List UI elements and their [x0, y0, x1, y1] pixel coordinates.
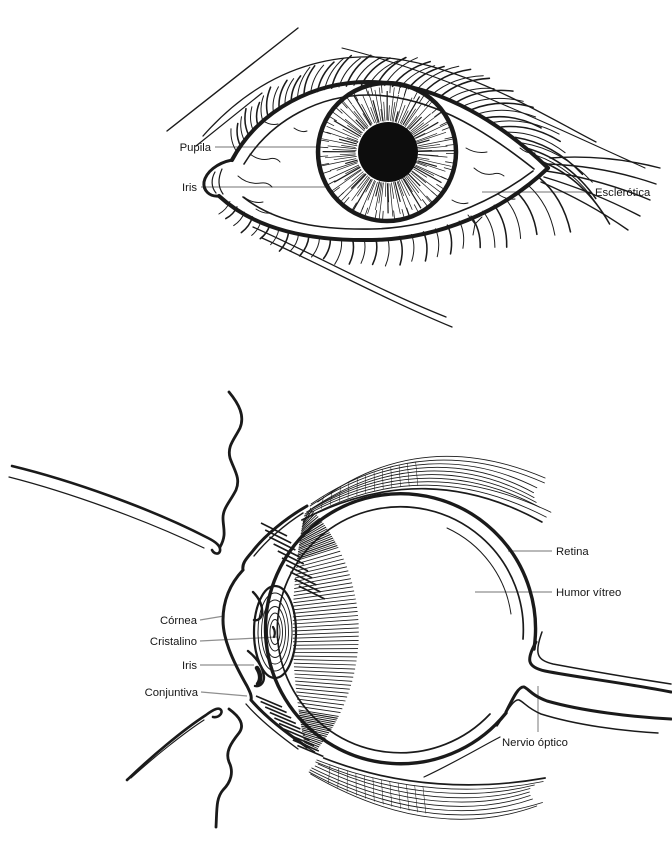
label-conjuntiva: Conjuntiva — [145, 687, 199, 699]
cornea-outline — [221, 568, 253, 702]
eyelid-upper — [230, 79, 550, 170]
eye-outline — [202, 79, 550, 243]
cheek-profile-inner — [130, 719, 205, 779]
iris-flap-upper — [251, 590, 264, 622]
leader-cornea — [199, 615, 225, 621]
eyelid-lower — [217, 166, 550, 243]
retina-line — [446, 527, 512, 615]
lower-eyelashes — [218, 176, 572, 267]
lower-face-profile — [214, 707, 243, 829]
lens-core — [271, 625, 276, 639]
brow-profile — [10, 464, 222, 555]
face-profile — [8, 390, 244, 829]
superior-muscle — [301, 455, 552, 523]
section-labels: Córnea Cristalino Iris Conjuntiva Retina… — [145, 546, 622, 749]
iris-group — [315, 80, 459, 224]
label-esclerotica: Esclerótica — [595, 187, 651, 199]
upper-fornix — [241, 504, 309, 572]
pupil — [358, 122, 418, 182]
nose-profile — [218, 390, 244, 549]
label-pupila: Pupila — [180, 142, 212, 154]
anterior-segment — [221, 504, 309, 750]
label-nervio-optico: Nervio óptico — [502, 737, 568, 749]
inferior-muscle — [308, 757, 546, 820]
choroid-line — [276, 505, 525, 754]
label-iris-front: Iris — [182, 182, 197, 194]
tear-duct — [202, 158, 234, 198]
ciliary-muscle-dark — [255, 522, 326, 758]
front-labels: Pupila Iris Esclerótica — [180, 142, 651, 199]
front-eye-diagram: Pupila Iris Esclerótica — [166, 27, 661, 328]
corner-lash-fan — [540, 156, 661, 231]
optic-nerve-sheath — [423, 631, 672, 778]
eyelid-upper-inner — [243, 94, 535, 170]
brow-profile-inner — [8, 476, 205, 549]
iris-flap-lower-dark — [254, 665, 263, 687]
label-cornea: Córnea — [160, 615, 198, 627]
label-cristalino: Cristalino — [150, 636, 197, 648]
eyeball-outline — [263, 492, 538, 766]
label-retina: Retina — [556, 546, 589, 558]
upper-fornix-inner — [253, 512, 304, 557]
brow-lines — [166, 27, 299, 147]
sclera-outline — [263, 492, 538, 766]
caruncle-lines — [211, 168, 224, 195]
label-humor-vitreo: Humor vítreo — [556, 587, 621, 599]
label-iris-section: Iris — [182, 660, 197, 672]
leader-conjuntiva — [200, 691, 248, 697]
eyelid-lower-inner — [242, 170, 534, 230]
cheek-profile — [125, 707, 223, 782]
ciliary-body-hatch — [292, 507, 359, 753]
conjunctiva-fold-inner — [245, 703, 299, 750]
lens — [252, 584, 298, 680]
cross-section-diagram: Córnea Cristalino Iris Conjuntiva Retina… — [8, 390, 672, 829]
